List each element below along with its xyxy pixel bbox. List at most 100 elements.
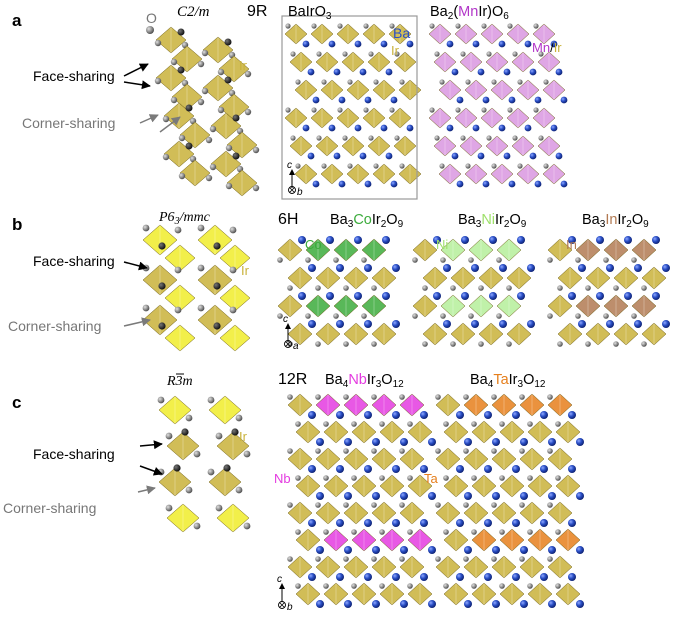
ir-octahedron (310, 23, 334, 45)
o-atom (363, 23, 369, 29)
in-octahedron (631, 238, 657, 262)
ba-atom (477, 68, 485, 76)
ir-octahedron (435, 447, 461, 471)
ir-octahedron (499, 420, 525, 444)
o-atom (434, 135, 440, 141)
ir-octahedron (226, 169, 258, 197)
o-atom (491, 79, 497, 85)
mn-ir-label: Mn/Ir (532, 40, 562, 55)
ba-atom (568, 292, 576, 300)
o-atom (407, 583, 413, 589)
ba-atom (578, 264, 586, 272)
panel-b-space-group: P63/mmc (158, 210, 211, 227)
o-atom (399, 163, 405, 169)
o-atom (154, 39, 162, 47)
o-atom (305, 257, 311, 263)
ir-octahedron (343, 501, 369, 525)
o-atom (244, 70, 252, 78)
ir-octahedron (219, 324, 251, 352)
o-atom (201, 87, 209, 95)
ba-atom (302, 40, 310, 48)
nb-octahedron (399, 393, 425, 417)
ir-octahedron (294, 163, 318, 185)
o-atom (435, 556, 441, 562)
ir-octahedron (388, 23, 412, 45)
ba-atom (302, 124, 310, 132)
ir-octahedron (443, 582, 469, 606)
o-atom (486, 135, 492, 141)
ba-atom (338, 180, 346, 188)
ir-octahedron (471, 474, 497, 498)
ba-atom (420, 465, 428, 473)
ba-atom (308, 573, 316, 581)
o-atom (285, 23, 291, 29)
ir-octahedron (226, 131, 258, 159)
compound-ba4taIr3o12: Ba4TaIr3O12 (470, 372, 546, 390)
o-atom (225, 144, 233, 152)
ba-atom (662, 264, 670, 272)
svg-text:b: b (287, 602, 293, 613)
ba-atom (662, 320, 670, 328)
ir-octahedron (371, 501, 397, 525)
o-atom (422, 341, 428, 347)
ba-atom (484, 465, 492, 473)
ba-atom (456, 519, 464, 527)
ba-atom (308, 519, 316, 527)
ir-octahedron (166, 503, 200, 533)
ba-atom (596, 236, 604, 244)
poly-9r-label: 9R (247, 3, 267, 20)
ir-octahedron (527, 420, 553, 444)
ir-octahedron (158, 395, 192, 425)
ba-atom (428, 492, 436, 500)
o-atom (512, 135, 518, 141)
ir-octahedron (179, 121, 211, 149)
compound-ba3niIr2o9: Ba3NiIr2O9 (458, 212, 527, 230)
o-atom (543, 79, 549, 85)
o-atom (316, 135, 322, 141)
ir-octahedron (315, 266, 341, 290)
ba-atom (456, 96, 464, 104)
ba-atom (390, 180, 398, 188)
panel-a-o-label: O (146, 10, 157, 26)
ir-octahedron (519, 555, 545, 579)
mn-ir-octahedron (532, 23, 556, 45)
axis-indicator-b: c a (283, 314, 299, 352)
in-octahedron (575, 294, 601, 318)
panel-c-face-label: Face-sharing (33, 446, 115, 462)
ba-atom (344, 546, 352, 554)
ir-octahedron (295, 420, 321, 444)
o-atom (207, 468, 215, 476)
ba-atom (527, 320, 535, 328)
ba-atom (568, 236, 576, 244)
ba-atom (512, 465, 520, 473)
o-atom (287, 556, 293, 562)
ba-atom (550, 124, 558, 132)
ba-atom (333, 152, 341, 160)
ir-octahedron (218, 55, 250, 83)
ir-octahedron (343, 266, 369, 290)
o-atom (347, 79, 353, 85)
ba-atom (307, 152, 315, 160)
ba-atom (529, 152, 537, 160)
o-atom (585, 285, 591, 291)
o-atom (287, 502, 293, 508)
ba-atom (492, 546, 500, 554)
o-atom (557, 285, 563, 291)
ba-atom (503, 152, 511, 160)
o-atom (422, 285, 428, 291)
o-atom (527, 529, 533, 535)
ba-atom (652, 236, 660, 244)
nb-label: Nb (274, 471, 291, 486)
face-arrow-a2 (123, 80, 151, 90)
o-atom (363, 107, 369, 113)
ba-atom (372, 600, 380, 608)
ba-atom (520, 492, 528, 500)
o-atom (407, 475, 413, 481)
face-o-atom (213, 322, 221, 330)
o-atom (379, 529, 385, 535)
ba-atom (326, 236, 334, 244)
o-atom (491, 502, 497, 508)
o-atom (429, 107, 435, 113)
o-atom (412, 313, 418, 319)
